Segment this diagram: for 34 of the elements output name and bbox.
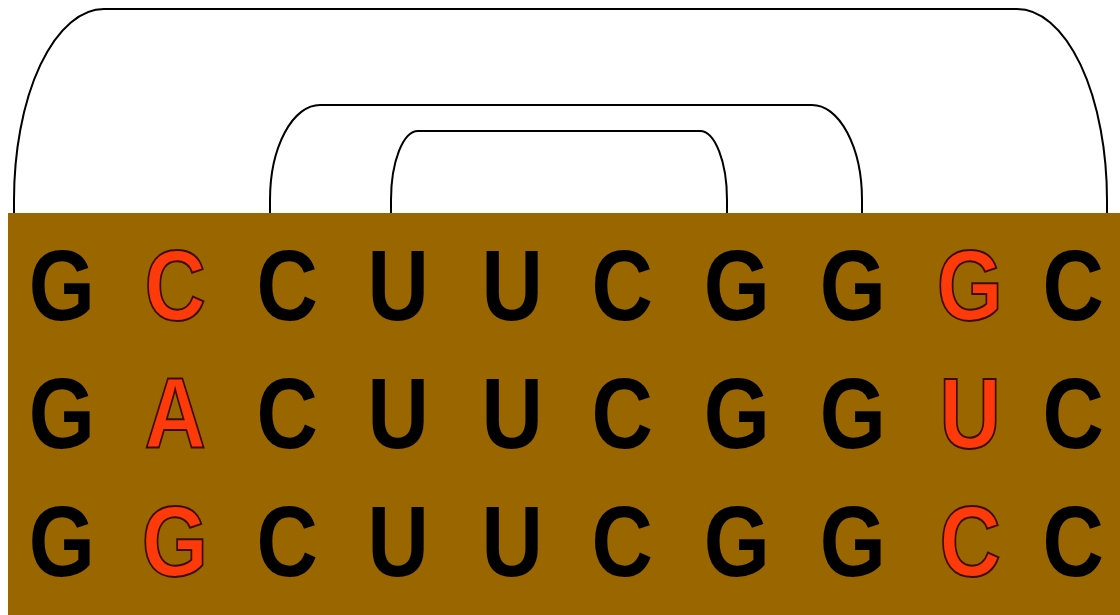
nucleotide-letter: C [591,363,653,463]
nucleotide-letter: C [591,491,653,591]
nucleotide-letter: C [591,235,653,335]
alignment-band [8,213,1120,615]
nucleotide-letter: A [144,363,206,463]
nucleotide-letter: G [141,491,209,591]
nucleotide-letter: G [28,363,96,463]
base-pair-arc [390,130,728,214]
nucleotide-letter: G [819,235,887,335]
nucleotide-letter: C [1042,363,1105,463]
nucleotide-letter: G [703,363,771,463]
nucleotide-letter: U [367,363,429,463]
nucleotide-letter: C [144,235,206,335]
base-pair-arc [269,104,863,214]
nucleotide-letter: G [936,235,1004,335]
nucleotide-letter: G [819,363,887,463]
nucleotide-letter: G [703,235,771,335]
nucleotide-letter: G [819,491,887,591]
nucleotide-letter: G [703,491,771,591]
nucleotide-letter: C [256,491,318,591]
base-pair-arc [13,8,1108,214]
nucleotide-letter: C [256,363,318,463]
nucleotide-letter: U [367,491,429,591]
nucleotide-letter: C [939,491,1001,591]
nucleotide-letter: U [481,363,543,463]
nucleotide-letter: G [28,235,96,335]
nucleotide-letter: G [28,491,96,591]
nucleotide-letter: C [1042,235,1105,335]
nucleotide-letter: U [939,363,1001,463]
nucleotide-letter: U [481,235,543,335]
nucleotide-letter: C [1042,491,1105,591]
nucleotide-letter: C [256,235,318,335]
nucleotide-letter: U [367,235,429,335]
nucleotide-letter: U [481,491,543,591]
